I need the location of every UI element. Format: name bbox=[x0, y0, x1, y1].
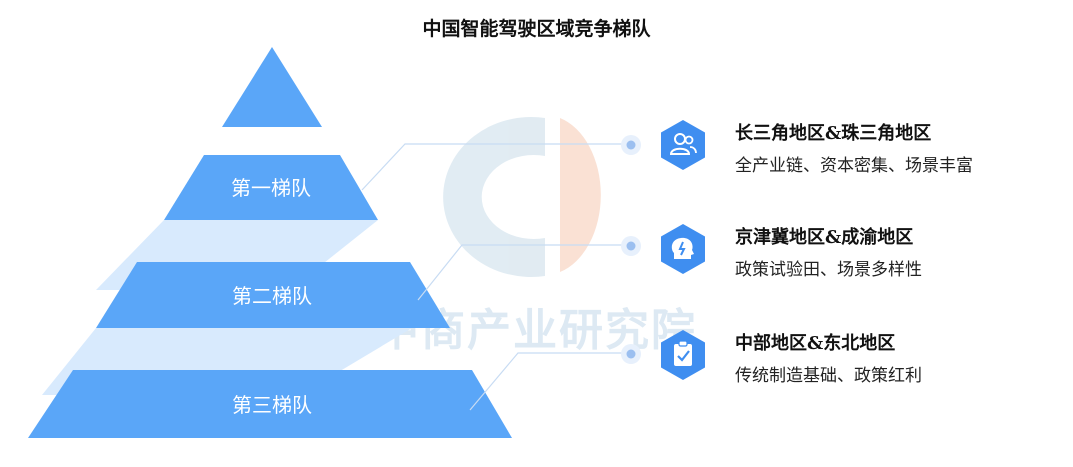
item-desc: 全产业链、资本密集、场景丰富 bbox=[735, 156, 973, 176]
tier-3-shape bbox=[28, 370, 512, 438]
tier-2-label: 第二梯队 bbox=[232, 284, 312, 308]
clipboard-check-icon bbox=[661, 330, 705, 380]
list-item-tier-1: 长三角地区&珠三角地区 全产业链、资本密集、场景丰富 bbox=[659, 119, 1069, 189]
tier-3-label: 第三梯队 bbox=[232, 393, 312, 417]
connector-dot-3 bbox=[621, 344, 641, 364]
connector-dot-1 bbox=[621, 135, 641, 155]
tier-1-shape bbox=[164, 155, 378, 220]
watermark-logo bbox=[443, 117, 601, 277]
page-title: 中国智能驾驶区域竞争梯队 bbox=[422, 18, 651, 40]
users-icon bbox=[661, 120, 705, 170]
item-title: 长三角地区&珠三角地区 bbox=[735, 123, 932, 144]
item-desc: 传统制造基础、政策红利 bbox=[735, 366, 922, 386]
connector-dot-2 bbox=[621, 236, 641, 256]
lightbulb-head-icon bbox=[661, 224, 705, 274]
connector-line-3 bbox=[469, 352, 630, 411]
item-desc: 政策试验田、场景多样性 bbox=[735, 260, 922, 280]
tier-1-label: 第一梯队 bbox=[231, 176, 311, 200]
item-title: 中部地区&东北地区 bbox=[735, 333, 896, 354]
list-item-tier-2: 京津冀地区&成渝地区 政策试验田、场景多样性 bbox=[659, 223, 1069, 293]
pyramid-apex bbox=[222, 47, 322, 127]
connector-line-2 bbox=[417, 244, 630, 301]
item-title: 京津冀地区&成渝地区 bbox=[735, 227, 914, 248]
tier-2-shape bbox=[96, 262, 450, 328]
list-item-tier-3: 中部地区&东北地区 传统制造基础、政策红利 bbox=[659, 329, 1069, 399]
connector-line-1 bbox=[361, 143, 630, 191]
